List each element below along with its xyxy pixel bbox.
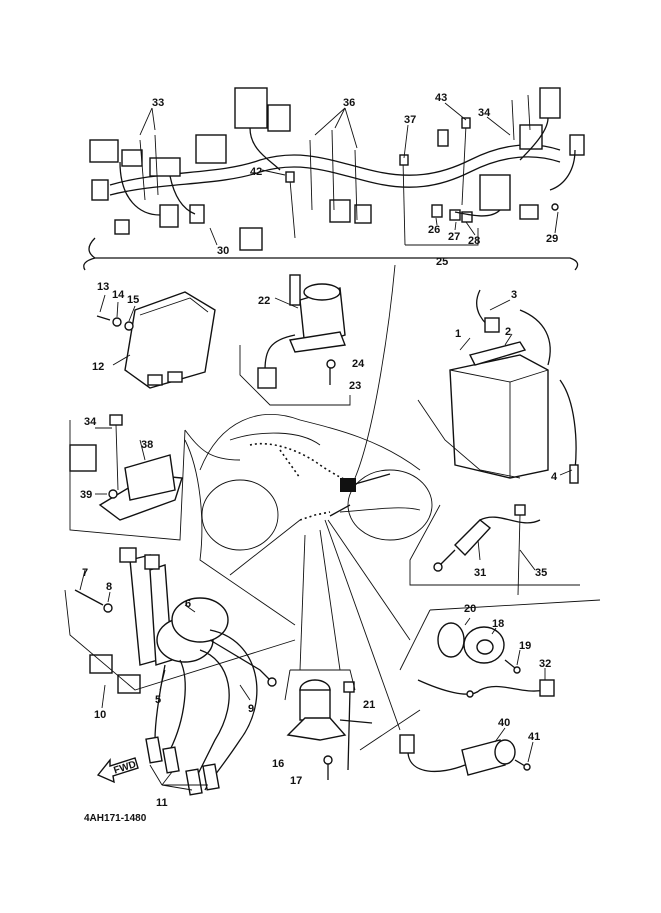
callout-12: 12 bbox=[92, 361, 104, 373]
callout-35: 35 bbox=[535, 567, 547, 579]
callout-32: 32 bbox=[539, 658, 551, 670]
forward-arrow-label: FWD bbox=[112, 759, 137, 777]
callout-10: 10 bbox=[94, 709, 106, 721]
callout-43: 43 bbox=[435, 92, 447, 104]
callout-28: 28 bbox=[468, 235, 480, 247]
motorcycle-outline-drawing bbox=[199, 414, 433, 551]
callout-13: 13 bbox=[97, 281, 109, 293]
callout-30: 30 bbox=[217, 245, 229, 257]
callout-25: 25 bbox=[436, 256, 448, 268]
callout-37: 37 bbox=[404, 114, 416, 126]
callout-34: 34 bbox=[84, 416, 97, 428]
callout-29: 29 bbox=[546, 233, 558, 245]
horn-drawing bbox=[284, 669, 373, 780]
ignition-coil-drawing bbox=[64, 547, 296, 796]
callout-18: 18 bbox=[492, 618, 504, 630]
callout-27: 27 bbox=[448, 231, 460, 243]
callout-42: 42 bbox=[250, 166, 262, 178]
relay-bracket-drawing bbox=[69, 414, 186, 541]
callout-40: 40 bbox=[498, 717, 510, 729]
callout-20: 20 bbox=[464, 603, 476, 615]
callout-1: 1 bbox=[455, 328, 461, 340]
battery-drawing bbox=[417, 289, 579, 484]
forward-arrow-drawing: FWD bbox=[96, 757, 139, 784]
callout-41: 41 bbox=[528, 731, 540, 743]
main-switch-drawing bbox=[239, 274, 351, 406]
drawing-code: 4AH171-1480 bbox=[84, 813, 147, 824]
callout-labels: 1 2 3 4 5 6 7 8 9 10 11 12 13 14 15 16 1… bbox=[80, 92, 558, 809]
sidestand-switch-drawing bbox=[359, 709, 534, 776]
callout-22: 22 bbox=[258, 295, 270, 307]
callout-14: 14 bbox=[112, 289, 125, 301]
callout-34-harness: 34 bbox=[478, 107, 491, 119]
callout-16: 16 bbox=[272, 758, 284, 770]
callout-11: 11 bbox=[156, 797, 168, 809]
callout-7: 7 bbox=[82, 567, 88, 579]
callout-6: 6 bbox=[185, 598, 191, 610]
connection-lines bbox=[184, 264, 421, 731]
callout-19: 19 bbox=[519, 640, 531, 652]
callout-39: 39 bbox=[80, 489, 92, 501]
callout-31: 31 bbox=[474, 567, 486, 579]
callout-5: 5 bbox=[155, 694, 161, 706]
callout-33: 33 bbox=[152, 97, 164, 109]
callout-36: 36 bbox=[343, 97, 355, 109]
callout-21: 21 bbox=[363, 699, 375, 711]
wire-harness-drawing bbox=[83, 87, 585, 271]
callout-8: 8 bbox=[106, 581, 112, 593]
callout-9: 9 bbox=[248, 703, 254, 715]
callout-15: 15 bbox=[127, 294, 139, 306]
callout-2: 2 bbox=[505, 326, 511, 338]
callout-17: 17 bbox=[290, 775, 302, 787]
callout-26: 26 bbox=[428, 224, 440, 236]
neutral-switch-drawing bbox=[399, 599, 601, 674]
callout-38: 38 bbox=[141, 439, 153, 451]
regulator-drawing bbox=[96, 291, 216, 389]
callout-3: 3 bbox=[511, 289, 517, 301]
callout-23: 23 bbox=[349, 380, 361, 392]
callout-24: 24 bbox=[352, 358, 365, 370]
sensor-drawing bbox=[409, 504, 580, 596]
sensor-lead-drawing bbox=[417, 668, 555, 698]
callout-4: 4 bbox=[551, 471, 558, 483]
